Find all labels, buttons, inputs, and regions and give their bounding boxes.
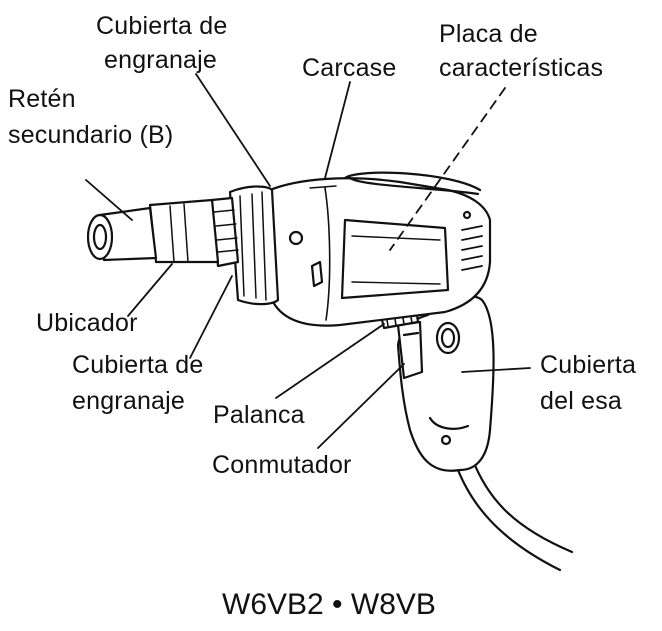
- label-nameplate-line2: características: [439, 54, 604, 82]
- label-stopper: Retén: [8, 85, 76, 113]
- label-gear-cover-top: Cubierta de: [96, 12, 228, 40]
- leader-lines: [85, 73, 531, 449]
- label-locator: Ubicador: [36, 309, 138, 337]
- label-housing: Carcase: [302, 54, 397, 82]
- label-gear-cover-bottom: Cubierta de: [72, 351, 204, 379]
- handle: [396, 295, 495, 472]
- label-nameplate: Placa de: [439, 20, 538, 48]
- model-caption: W6VB2 • W8VB: [222, 588, 436, 621]
- label-gear-cover-top-line2: engranaje: [104, 46, 218, 74]
- label-stopper-line2: secundario (B): [8, 121, 174, 149]
- locator: [86, 198, 220, 264]
- label-lever: Palanca: [213, 401, 305, 429]
- power-cord: [453, 456, 574, 572]
- label-handle-cover: Cubierta: [540, 351, 637, 379]
- label-switch: Conmutador: [212, 451, 352, 479]
- motor-body: [268, 171, 492, 327]
- gear-housing: [210, 185, 280, 306]
- label-gear-cover-bottom-line2: engranaje: [72, 387, 186, 415]
- label-handle-cover-line2: del esa: [540, 387, 623, 415]
